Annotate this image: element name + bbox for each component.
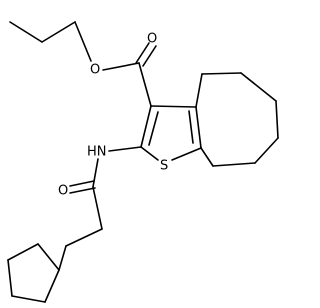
bond-propyl-1 — [9, 21, 43, 43]
structure-canvas: O O HN O S — [7, 21, 279, 303]
amide-oxygen-label: O — [58, 184, 68, 199]
bond-c3-c2-inner — [148, 111, 159, 146]
amide-nitrogen: HN — [87, 145, 107, 160]
bond-ring5-2 — [11, 295, 46, 303]
amide-group — [69, 146, 142, 230]
ester-oxygen: O — [90, 63, 100, 78]
cyclopentyl-propyl — [7, 228, 103, 303]
bond-ring7-5 — [254, 137, 279, 164]
bond-linker-1 — [65, 228, 103, 247]
bond-carbonyl-double-a — [135, 42, 150, 64]
bond-c7a-c3a-inner — [188, 110, 194, 144]
bond-c2-s — [140, 146, 159, 161]
bond-ring7-7 — [200, 147, 214, 167]
amide-nitrogen-label: HN — [87, 145, 107, 160]
thiophene-sulfur-label: S — [160, 159, 168, 174]
bond-ring7-4 — [275, 100, 279, 139]
ester-carbonyl-oxygen-label: O — [147, 32, 157, 47]
bond-ring7-2 — [201, 72, 242, 75]
bond-amide-c-ch2 — [92, 186, 103, 230]
ester-oxygen-label: O — [90, 63, 100, 78]
bond-ring5-4 — [7, 243, 39, 261]
bond-carbonyl-c3 — [138, 62, 152, 107]
bond-o-carbonyl — [102, 62, 140, 71]
bond-linker-2 — [58, 245, 67, 271]
bond-ring7-3 — [240, 72, 277, 102]
bond-ring5-1 — [44, 269, 60, 303]
bond-c3-c2 — [140, 105, 152, 148]
amide-oxygen: O — [58, 184, 68, 199]
bond-c3a-c3 — [150, 105, 197, 108]
bond-ring5-5 — [37, 243, 60, 271]
bond-propyl-3 — [74, 21, 92, 62]
thiophene-sulfur: S — [160, 159, 168, 174]
bond-ring7-6 — [212, 162, 256, 167]
bond-c2-n — [108, 146, 142, 152]
propyl-chain — [9, 21, 92, 62]
bond-amide-double-b — [69, 180, 95, 187]
molecule-diagram: O O HN O S — [7, 21, 279, 303]
bond-amide-double-a — [69, 187, 96, 194]
bond-carbonyl-double-b — [142, 45, 157, 67]
bond-n-c-amide — [92, 158, 99, 188]
thiophene-ring — [140, 105, 202, 161]
bond-ring5-3 — [7, 259, 13, 297]
ester-carbonyl-oxygen: O — [147, 32, 157, 47]
bond-s-c7a — [171, 147, 202, 161]
bond-ring7-1 — [195, 73, 203, 108]
bond-c7a-c3a — [195, 106, 202, 149]
ester-group — [102, 42, 157, 107]
bond-propyl-2 — [41, 21, 76, 43]
cycloheptane-ring — [195, 72, 279, 167]
